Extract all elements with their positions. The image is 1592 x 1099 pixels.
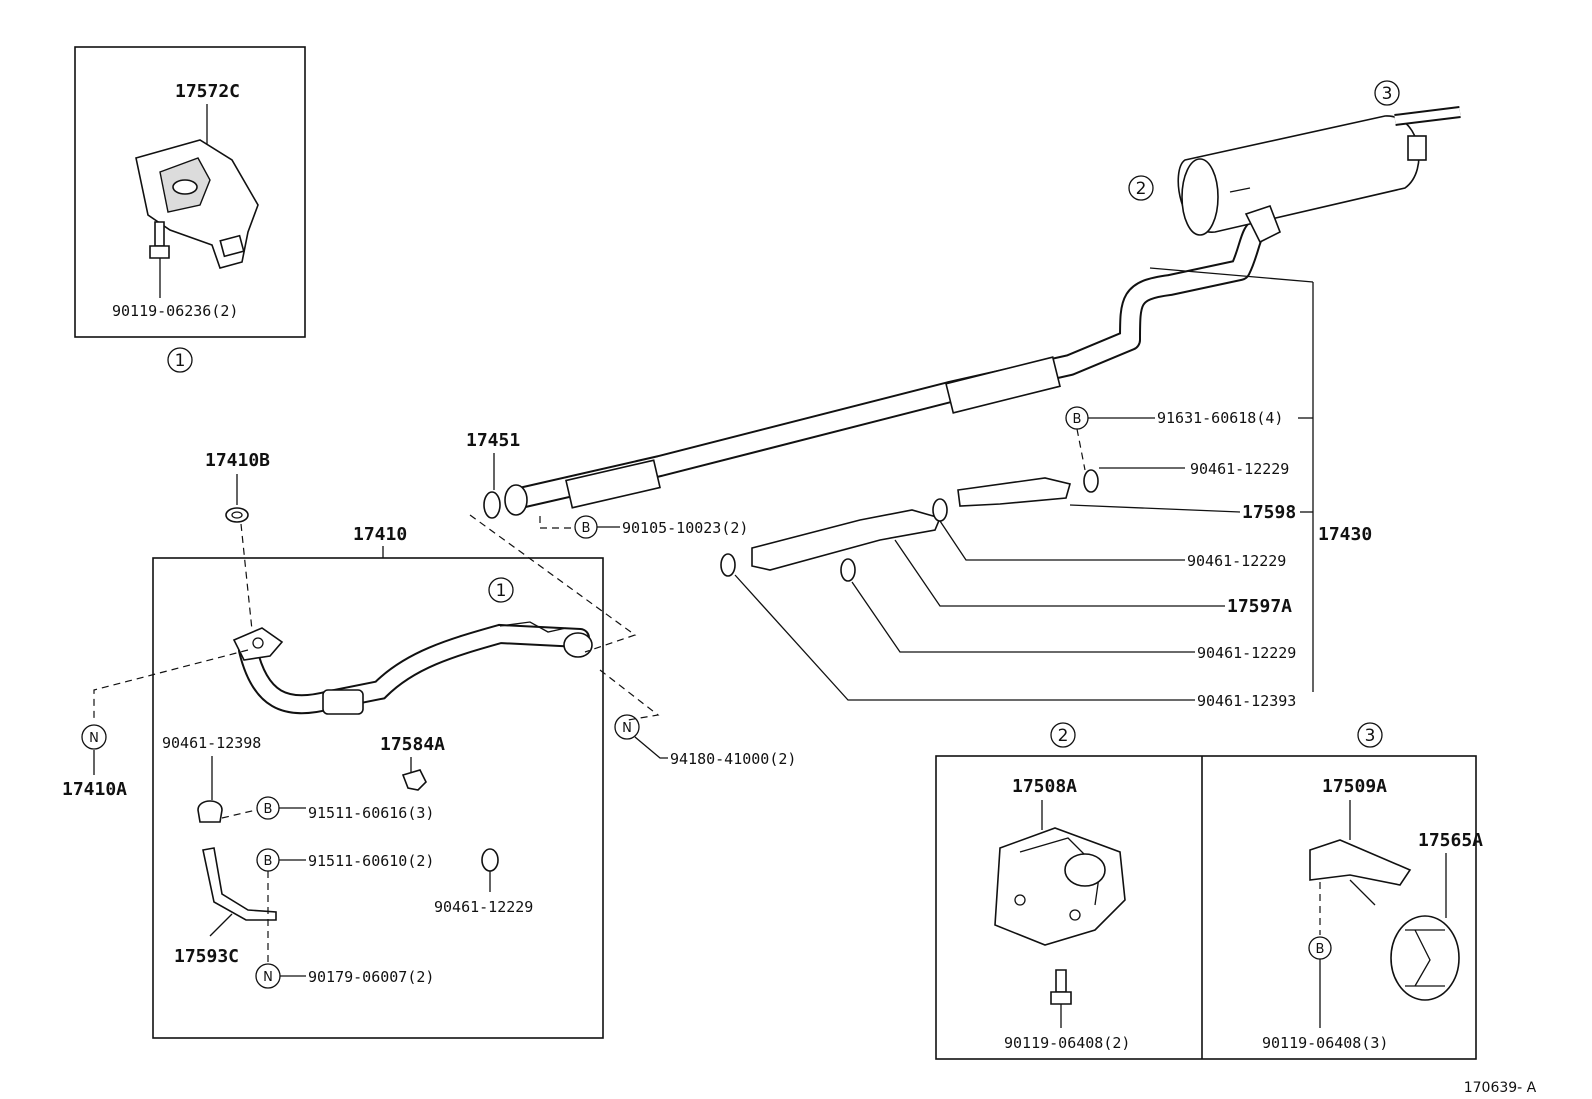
- label-17508A: 17508A: [1012, 776, 1077, 797]
- clamp-17584A: [401, 769, 427, 791]
- label-90179-06007: 90179-06007(2): [308, 968, 434, 986]
- marker-N-2: N: [263, 970, 273, 985]
- marker-3-inset: 3: [1365, 726, 1376, 746]
- marker-2-top: 2: [1136, 179, 1147, 199]
- label-17410A: 17410A: [62, 779, 127, 800]
- label-17593C: 17593C: [174, 946, 239, 967]
- gasket-17451: [483, 491, 501, 519]
- marker-B-3: B: [582, 521, 591, 536]
- label-90461-12393: 90461-12393: [1197, 692, 1296, 710]
- marker-3-top: 3: [1382, 84, 1393, 104]
- label-90119-06236: 90119-06236(2): [112, 302, 238, 320]
- label-17572C: 17572C: [175, 81, 240, 102]
- marker-N-3: N: [622, 721, 632, 736]
- label-17451: 17451: [466, 430, 520, 451]
- inset-2-3-box: 2 3 17508A 90119-06408(2) 17509A B 90119…: [935, 722, 1483, 1060]
- bolt-icon: [154, 221, 165, 247]
- clamp-90461-12229-a: [481, 848, 499, 872]
- label-17597A: 17597A: [1227, 596, 1292, 617]
- marker-B-1: B: [264, 802, 273, 817]
- label-90119-06408-3: 90119-06408(3): [1262, 1034, 1388, 1052]
- label-17410: 17410: [353, 524, 407, 545]
- exhaust-pipe-assembly: 17451 B 90105-10023(2) 2 3 B 91631-60: [466, 80, 1461, 710]
- heat-shield-17598: [957, 477, 1071, 507]
- label-90461-12398: 90461-12398: [162, 734, 261, 752]
- label-91511-60610: 91511-60610(2): [308, 852, 434, 870]
- hanger-17508A: [994, 827, 1126, 946]
- label-91631-60618: 91631-60618(4): [1157, 409, 1283, 427]
- label-91511-60616: 91511-60616(3): [308, 804, 434, 822]
- label-17410B: 17410B: [205, 450, 270, 471]
- clamp-90461-12398: [197, 800, 223, 823]
- label-90461-12229-c: 90461-12229: [1187, 552, 1286, 570]
- marker-1-main: 1: [496, 581, 507, 601]
- diagram-reference: 170639- A: [1464, 1080, 1537, 1096]
- marker-B-2: B: [264, 854, 273, 869]
- inset-1-box: 17572C 90119-06236(2) 1: [74, 46, 306, 373]
- marker-N-left: N: [89, 731, 99, 746]
- label-17565A: 17565A: [1418, 830, 1483, 851]
- label-17584A: 17584A: [380, 734, 445, 755]
- clamp-90461-12393: [720, 553, 736, 577]
- marker-B-4: B: [1073, 412, 1082, 427]
- label-17509A: 17509A: [1322, 776, 1387, 797]
- label-94180-41000: 94180-41000(2): [670, 750, 796, 768]
- front-pipe-box: 17410 17410B 1 N 17410A 90461-12398 B 91…: [62, 450, 604, 1039]
- gasket-17410B: [225, 507, 249, 523]
- marker-B-5: B: [1316, 942, 1325, 957]
- marker-2-inset: 2: [1058, 726, 1069, 746]
- label-90119-06408-2: 90119-06408(2): [1004, 1034, 1130, 1052]
- clamp-90461-12229-b: [1083, 469, 1099, 493]
- label-17598: 17598: [1242, 502, 1296, 523]
- label-17430: 17430: [1318, 524, 1372, 545]
- label-90105-10023: 90105-10023(2): [622, 519, 748, 537]
- heat-shield-17597A: [751, 509, 942, 571]
- label-90461-12229-b: 90461-12229: [1190, 460, 1289, 478]
- marker-1-top: 1: [175, 351, 186, 371]
- bracket-17593C: [202, 847, 277, 921]
- label-90461-12229-a: 90461-12229: [434, 898, 533, 916]
- bracket-17509A: [1309, 839, 1412, 886]
- clamp-90461-12229-d: [840, 558, 856, 582]
- rubber-hanger-17565A: [1390, 915, 1460, 1001]
- label-90461-12229-d: 90461-12229: [1197, 644, 1296, 662]
- clamp-90461-12229-c: [932, 498, 948, 522]
- bolt-icon-2: [1055, 969, 1067, 993]
